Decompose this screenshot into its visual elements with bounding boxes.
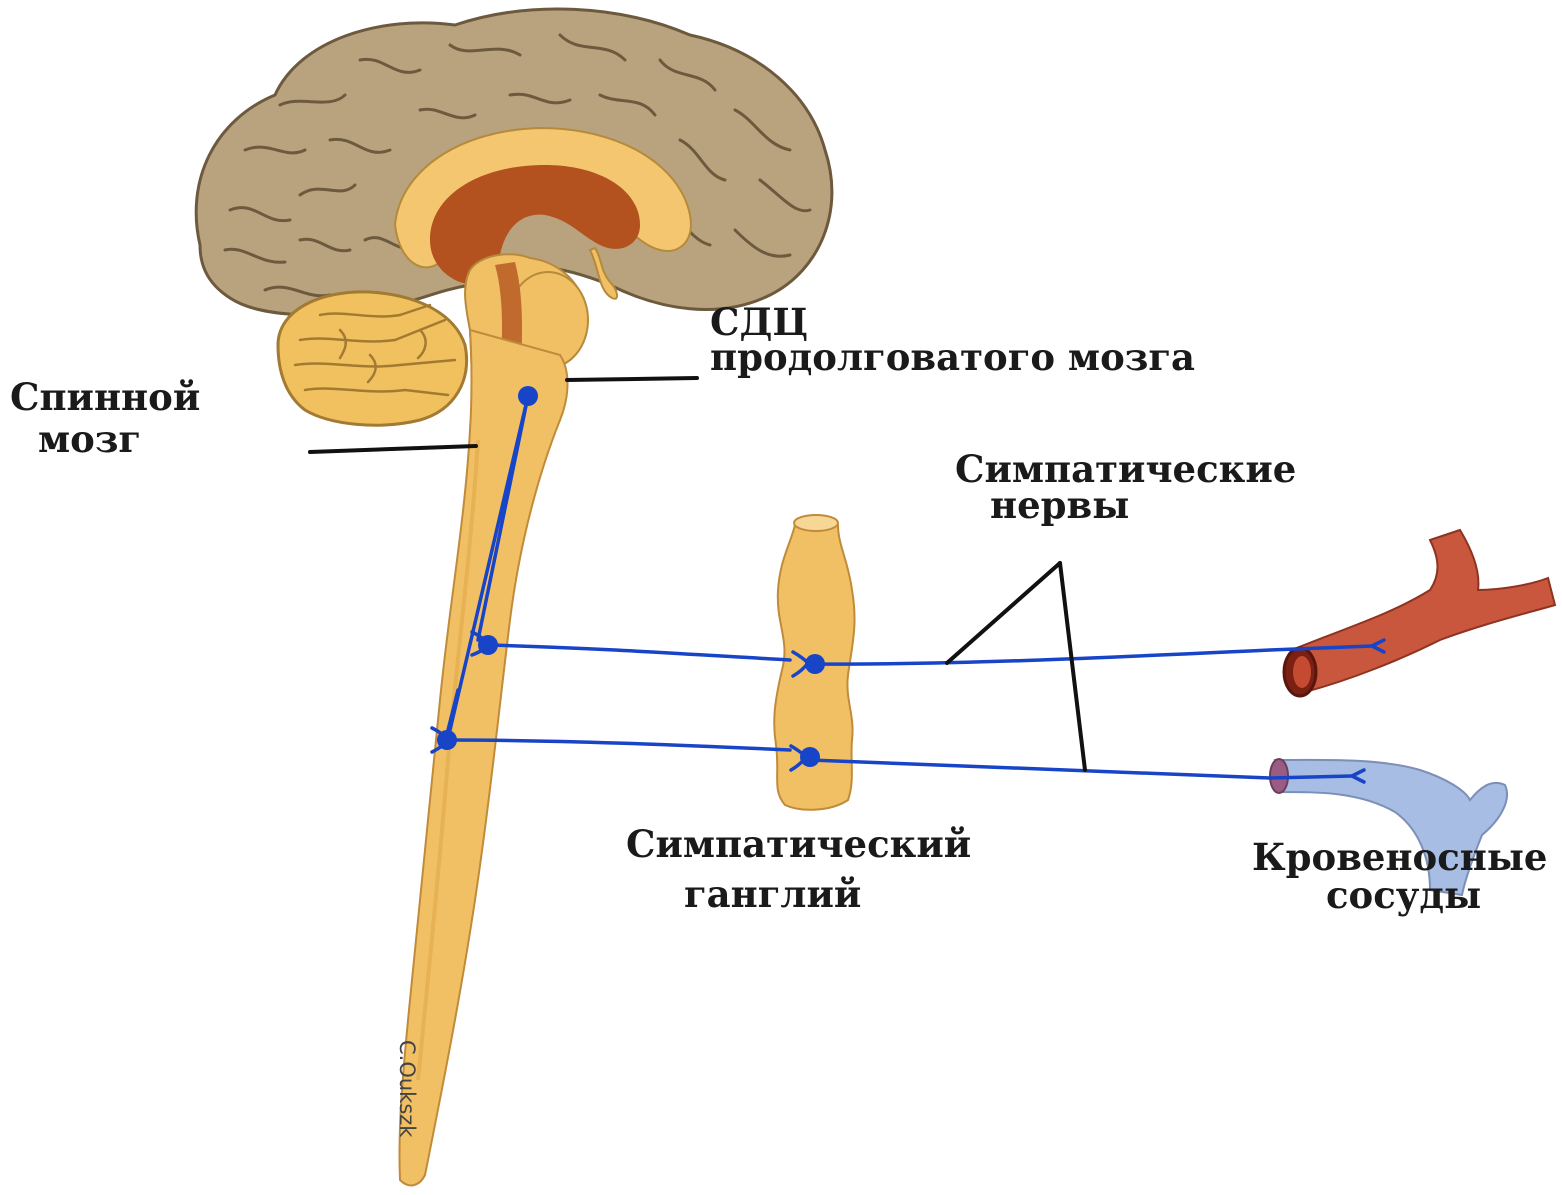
cerebellum (278, 292, 467, 425)
spinal-cord (399, 330, 567, 1185)
label-sdc-line2: продолговатого мозга (710, 335, 1195, 379)
synapse-endings (432, 632, 1384, 782)
leader-nerves-upper (947, 563, 1060, 663)
artery (1284, 530, 1555, 696)
preganglionic-lower (447, 740, 790, 750)
neuron-cord-lower (437, 730, 457, 750)
leader-lines (310, 378, 1085, 770)
neuron-medulla (518, 386, 538, 406)
label-nerves-line2: нервы (990, 483, 1129, 527)
leader-spinal (310, 446, 476, 452)
label-spinal-line1: Спинной (10, 375, 200, 419)
label-vessels-line2: сосуды (1326, 873, 1481, 917)
label-ganglion-line2: ганглий (684, 872, 861, 916)
leader-sdc (567, 378, 697, 380)
neuron-ganglion-lower (800, 747, 820, 767)
preganglionic-upper (488, 645, 790, 660)
neuron-cord-upper (478, 635, 498, 655)
leader-nerves-lower (1060, 563, 1085, 770)
label-spinal-line2: мозг (38, 417, 141, 461)
artist-signature: C.Oukszk (395, 1040, 419, 1138)
neuron-ganglion-upper (805, 654, 825, 674)
label-ganglion-line1: Симпатический (626, 822, 971, 866)
